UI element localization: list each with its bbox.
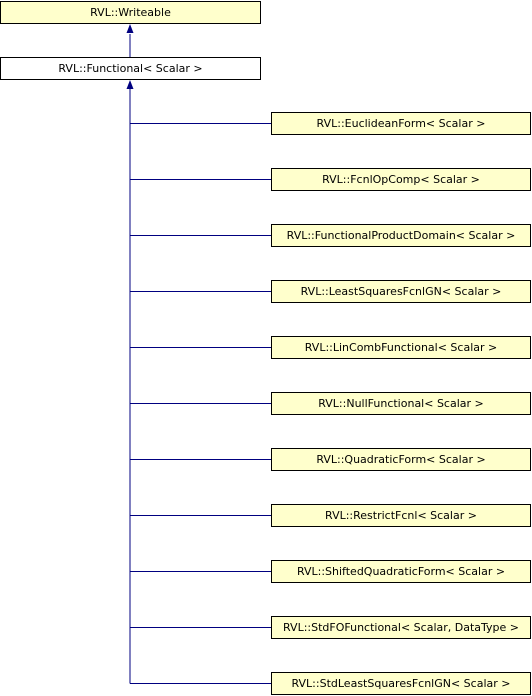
derived-class-node[interactable]: RVL::NullFunctional< Scalar > (271, 392, 531, 415)
derived-class-node[interactable]: RVL::EuclideanForm< Scalar > (271, 112, 531, 135)
derived-class-label: RVL::EuclideanForm< Scalar > (316, 117, 486, 130)
derived-class-label: RVL::LinCombFunctional< Scalar > (304, 341, 498, 354)
derived-class-label: RVL::NullFunctional< Scalar > (318, 397, 484, 410)
base-class-label: RVL::Writeable (90, 6, 171, 19)
derived-class-node[interactable]: RVL::RestrictFcnl< Scalar > (271, 504, 531, 527)
derived-class-node[interactable]: RVL::StdFOFunctional< Scalar, DataType > (271, 616, 531, 639)
derived-class-label: RVL::StdLeastSquaresFcnlGN< Scalar > (291, 677, 511, 690)
arrowhead-base (126, 24, 134, 33)
derived-class-node[interactable]: RVL::LeastSquaresFcnlGN< Scalar > (271, 280, 531, 303)
derived-class-node[interactable]: RVL::LinCombFunctional< Scalar > (271, 336, 531, 359)
derived-class-node[interactable]: RVL::QuadraticForm< Scalar > (271, 448, 531, 471)
derived-class-label: RVL::RestrictFcnl< Scalar > (325, 509, 477, 522)
derived-class-node[interactable]: RVL::FcnlOpComp< Scalar > (271, 168, 531, 191)
derived-class-label: RVL::LeastSquaresFcnlGN< Scalar > (300, 285, 502, 298)
derived-class-label: RVL::ShiftedQuadraticForm< Scalar > (296, 565, 506, 578)
arrowhead-focus (126, 80, 134, 89)
derived-class-label: RVL::QuadraticForm< Scalar > (316, 453, 486, 466)
base-class-node[interactable]: RVL::Writeable (0, 1, 261, 24)
focus-class-node: RVL::Functional< Scalar > (0, 57, 261, 80)
derived-class-node[interactable]: RVL::StdLeastSquaresFcnlGN< Scalar > (271, 672, 531, 695)
derived-class-node[interactable]: RVL::FunctionalProductDomain< Scalar > (271, 224, 531, 247)
derived-class-label: RVL::StdFOFunctional< Scalar, DataType > (283, 621, 519, 634)
derived-class-node[interactable]: RVL::ShiftedQuadraticForm< Scalar > (271, 560, 531, 583)
focus-class-label: RVL::Functional< Scalar > (58, 62, 203, 75)
derived-class-label: RVL::FcnlOpComp< Scalar > (322, 173, 480, 186)
derived-class-label: RVL::FunctionalProductDomain< Scalar > (286, 229, 516, 242)
